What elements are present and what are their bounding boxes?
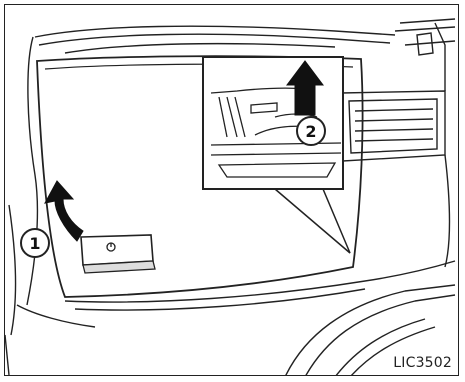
callout-1: 1: [21, 229, 49, 257]
callout-2-label: 2: [305, 122, 316, 141]
dashboard-left-edge: [5, 37, 95, 375]
air-vent: [335, 23, 449, 267]
dashboard-top: [35, 19, 455, 53]
callout-1-label: 1: [29, 234, 40, 253]
diagram-frame: 1 2 LIC3502: [4, 4, 459, 376]
figure-code: LIC3502: [393, 355, 452, 371]
callout-2: 2: [297, 117, 325, 145]
glovebox-illustration: 1 2: [5, 5, 459, 376]
lock-button-icon: [81, 235, 155, 273]
inset-pointer: [275, 189, 350, 253]
